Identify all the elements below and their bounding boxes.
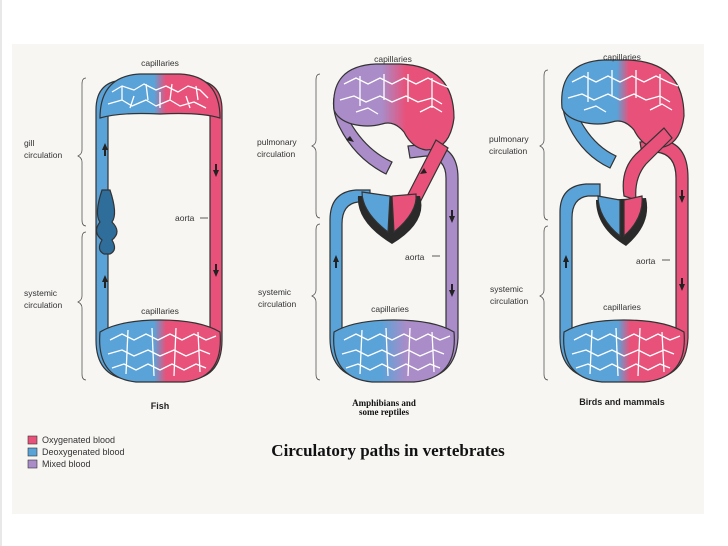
birds-caption: Birds and mammals <box>579 397 665 407</box>
amphibian-arrow-down-lower <box>449 284 455 297</box>
top-band <box>0 0 728 40</box>
birds-systemic-bracket <box>539 225 549 381</box>
fish-systemic-label-2: circulation <box>24 300 63 310</box>
birds-arrow-down-upper <box>679 190 685 203</box>
birds-systemic-label-2: circulation <box>490 296 529 306</box>
amphibian-lung-capillary-net <box>339 74 451 115</box>
birds-heart-left <box>623 195 643 238</box>
legend-swatch-deoxygenated <box>27 447 38 457</box>
fish-gill-capillary-net <box>107 83 209 109</box>
amphibian-systemic-bracket <box>311 223 321 381</box>
legend-label-mixed: Mixed blood <box>42 459 91 469</box>
amphibian-arrow-up <box>333 255 339 268</box>
left-edge-rule <box>0 0 2 546</box>
diagram-title: Circulatory paths in vertebrates <box>271 441 505 460</box>
amphibian-bottom-capillaries-label: capillaries <box>371 304 409 314</box>
amphibian-top-capillaries-label: capillaries <box>374 54 412 64</box>
birds-arrow-down-lower <box>679 278 685 291</box>
birds-top-capillaries-label: capillaries <box>603 52 641 62</box>
birds-pulmonary-label-1: pulmonary <box>489 134 529 144</box>
fish-arrow-up-lower <box>102 275 108 288</box>
birds-arrow-up <box>563 255 569 268</box>
amphibian-pulmonary-label-1: pulmonary <box>257 137 297 147</box>
fish-panel: capillaries capillaries gill circulation… <box>24 58 223 411</box>
amphibian-systemic-capillary-net <box>341 327 451 377</box>
birds-pulmonary-vein <box>622 127 673 201</box>
fish-arrow-down-lower <box>213 264 219 277</box>
fish-gill-label-1: gill <box>24 138 35 148</box>
fish-bottom-capillaries-label: capillaries <box>141 306 179 316</box>
birds-pulmonary-label-2: circulation <box>489 146 528 156</box>
birds-systemic-label-1: systemic <box>490 284 524 294</box>
fish-caption: Fish <box>151 401 170 411</box>
birds-aorta-label: aorta <box>636 256 656 266</box>
birds-bottom-capillaries-label: capillaries <box>603 302 641 312</box>
amphibian-heart-right <box>361 191 391 234</box>
legend: Oxygenated blood Deoxygenated blood Mixe… <box>27 435 125 469</box>
amphibian-arrow-pulmonary <box>346 136 354 142</box>
legend-label-oxygenated: Oxygenated blood <box>42 435 115 445</box>
birds-systemic-capillary-net <box>571 327 681 377</box>
birds-heart-right <box>597 195 621 238</box>
fish-top-capillaries-label: capillaries <box>141 58 179 68</box>
fish-gill-bracket <box>77 77 87 227</box>
amphibian-pulmonary-label-2: circulation <box>257 149 296 159</box>
amphibian-aorta-label: aorta <box>405 252 425 262</box>
amphibian-systemic-label-2: circulation <box>258 299 297 309</box>
amphibian-panel: capillaries capillaries pulmonary circul… <box>257 54 459 417</box>
fish-heart <box>95 189 118 255</box>
amphibian-lung-capillary-bed <box>333 63 455 151</box>
amphibian-caption-line-2: some reptiles <box>359 407 410 417</box>
legend-swatch-mixed <box>27 459 38 469</box>
fish-gill-label-2: circulation <box>24 150 63 160</box>
amphibian-arrow-vein <box>420 168 427 174</box>
amphibian-systemic-label-1: systemic <box>258 287 292 297</box>
fish-systemic-capillary-net <box>107 327 217 377</box>
fish-systemic-bracket <box>77 231 87 381</box>
fish-arrow-up-upper <box>102 143 108 156</box>
fish-aorta-label: aorta <box>175 213 195 223</box>
amphibian-arrow-down-upper <box>449 210 455 223</box>
birds-lung-capillary-net <box>567 70 679 113</box>
birds-pulmonary-bracket <box>539 69 549 221</box>
birds-panel: capillaries capillaries pulmonary circul… <box>489 52 689 407</box>
amphibian-pulmonary-bracket <box>311 73 321 219</box>
fish-systemic-label-1: systemic <box>24 288 58 298</box>
amphibian-caption-line-1: Amphibians and <box>352 398 416 408</box>
fish-arrow-down-upper <box>213 164 219 177</box>
legend-label-deoxygenated: Deoxygenated blood <box>42 447 125 457</box>
legend-swatch-oxygenated <box>27 435 38 445</box>
amphibian-heart-left <box>391 193 417 234</box>
